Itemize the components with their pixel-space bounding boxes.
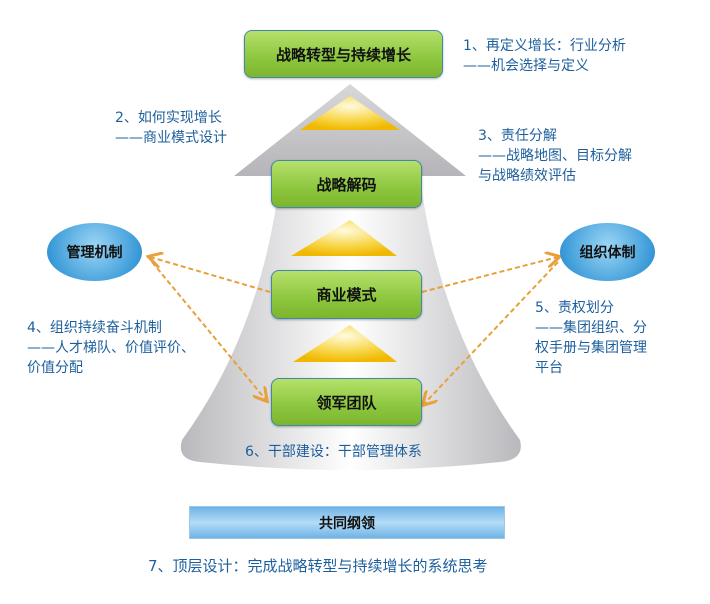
- note-line: 3、责任分解: [478, 128, 557, 144]
- box-leadership-team: 领军团队: [271, 378, 422, 426]
- note-line: 权手册与集团管理: [535, 340, 647, 356]
- note-6: 6、干部建设：干部管理体系: [245, 444, 422, 460]
- note-7: 7、顶层设计：完成战略转型与持续增长的系统思考: [148, 557, 488, 575]
- triangle-icon: [291, 220, 397, 256]
- dashed-arrow: [150, 257, 271, 293]
- base-bar-common-program: 共同纲领: [189, 506, 505, 539]
- box-business-model: 商业模式: [271, 270, 422, 319]
- note-5: 5、责权划分 ——集团组织、分 权手册与集团管理 平台: [535, 298, 647, 378]
- note-line: 4、组织持续奋斗机制: [27, 320, 162, 336]
- note-line: 与战略绩效评估: [478, 168, 576, 184]
- note-line: 2、如何实现增长: [115, 110, 222, 126]
- note-4: 4、组织持续奋斗机制 ——人才梯队、价值评价、 价值分配: [27, 318, 195, 378]
- circle-management-mechanism: 管理机制: [47, 223, 142, 281]
- note-3: 3、责任分解 ——战略地图、目标分解 与战略绩效评估: [478, 126, 632, 186]
- note-line: ——机会选择与定义: [463, 58, 589, 74]
- dashed-arrow: [424, 261, 559, 404]
- triangle-icon: [300, 96, 400, 130]
- note-line: 1、再定义增长：行业分析: [463, 38, 626, 54]
- note-line: ——商业模式设计: [115, 130, 227, 146]
- note-line: 5、责权划分: [535, 300, 614, 316]
- note-line: ——人才梯队、价值评价、: [27, 340, 195, 356]
- note-line: ——战略地图、目标分解: [478, 148, 632, 164]
- triangle-icon: [293, 325, 397, 362]
- box-strategic-transformation: 战略转型与持续增长: [244, 30, 443, 78]
- circle-organization-system: 组织体制: [560, 223, 655, 281]
- note-line: 价值分配: [27, 360, 83, 376]
- note-1: 1、再定义增长：行业分析 ——机会选择与定义: [463, 36, 626, 76]
- note-line: 平台: [535, 360, 563, 376]
- dashed-arrow: [151, 261, 266, 400]
- note-2: 2、如何实现增长 ——商业模式设计: [115, 108, 227, 148]
- box-strategy-decode: 战略解码: [271, 160, 422, 208]
- note-line: ——集团组织、分: [535, 320, 647, 336]
